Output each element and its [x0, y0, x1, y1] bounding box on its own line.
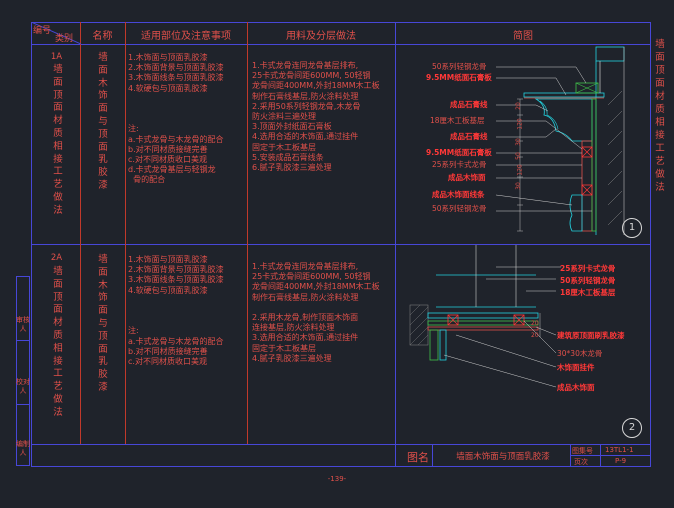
side-sep	[16, 404, 30, 405]
row1-label: 18厘木工板基层	[430, 116, 485, 125]
detail-number-1: 1	[622, 218, 642, 238]
footer-tuji-label: 图集号	[572, 447, 593, 455]
col-line-3	[247, 22, 248, 444]
row2-category: 墙面顶面材质相接工艺做法	[53, 266, 63, 418]
row1-name: 墙面木饰面与顶面乳胶漆	[98, 52, 108, 191]
row2-label: 18厘木工板基层	[560, 288, 616, 297]
row2-name: 墙面木饰面与顶面乳胶漆	[98, 254, 108, 393]
row-separator	[31, 244, 651, 245]
row2-material: 1.卡式龙骨连同龙骨基层排布, 25卡式龙骨间距600MM, 50轻钢 龙骨间距…	[252, 262, 380, 363]
header-usage: 适用部位及注意事项	[141, 31, 231, 42]
page-number: -139-	[327, 475, 347, 483]
header-diagram: 简图	[513, 31, 533, 42]
footer-line	[432, 444, 433, 467]
col-line-1	[80, 22, 81, 444]
side-label-checker: 校对人	[16, 378, 30, 395]
side-label-reviewer: 审核人	[16, 316, 30, 333]
row1-code: 1A	[50, 52, 63, 62]
row2-label: 建筑原顶面刷乳胶漆	[557, 331, 625, 340]
row1-usage: 1.木饰面与顶面乳胶漆 2.木饰面背景与顶面乳胶漆 3.木饰面线条与顶面乳胶漆 …	[128, 53, 224, 185]
row1-label: 9.5MM纸面石膏板	[426, 73, 492, 82]
row1-category: 墙面顶面材质相接工艺做法	[53, 64, 63, 216]
header-separator	[31, 44, 651, 45]
row2-dim: 20	[531, 332, 539, 339]
footer-tu-name: 墙面木饰面与顶面乳胶漆	[456, 452, 550, 462]
footer-tuji-value: 13TL1-1	[605, 446, 634, 454]
row1-label: 25系列卡式龙骨	[432, 160, 487, 169]
row1-dim: 120	[516, 118, 524, 130]
row1-dim: 30	[514, 182, 522, 190]
row1-dim: 30	[514, 138, 522, 146]
footer-line	[570, 455, 651, 456]
row1-label: 成品木饰面	[448, 173, 486, 182]
row1-label: 50系列轻钢龙骨	[432, 62, 487, 71]
header-biaohao: 编号	[33, 26, 52, 36]
row1-label: 9.5MM纸面石膏板	[426, 148, 492, 157]
row2-section-drawing	[409, 245, 561, 388]
row2-label: 50系列轻钢龙骨	[560, 276, 616, 285]
col-line-4	[395, 22, 396, 467]
row2-code: 2A	[50, 253, 63, 263]
row2-usage: 1.木饰面与顶面乳胶漆 2.木饰面背景与顶面乳胶漆 3.木饰面线条与顶面乳胶漆 …	[128, 255, 224, 367]
row1-dim: 20	[514, 102, 522, 110]
row1-material: 1.卡式龙骨连同龙骨基层排布, 25卡式龙骨间距600MM, 50轻钢 龙骨间距…	[252, 61, 380, 173]
footer-tu-label: 图名	[407, 451, 429, 464]
row2-label: 成品木饰面	[557, 383, 595, 392]
header-leibie: 类别	[55, 34, 74, 44]
row2-label: 木饰面挂件	[557, 363, 595, 372]
side-label-author: 编制人	[16, 440, 30, 457]
row2-label: 25系列卡式龙骨	[560, 264, 616, 273]
row1-dim: 120	[516, 164, 524, 176]
right-side-title: 墙面顶面材质相接工艺做法	[655, 39, 665, 193]
row1-label: 50系列轻钢龙骨	[432, 204, 487, 213]
row1-label: 成品石膏线	[450, 100, 488, 109]
row1-label: 成品石膏线	[450, 132, 488, 141]
header-material: 用料及分层做法	[286, 31, 356, 42]
row2-label: 30*30木龙骨	[557, 349, 603, 358]
row2-dim: 20	[531, 320, 539, 327]
header-name: 名称	[92, 31, 113, 42]
col-line-2	[125, 22, 126, 444]
footer-ye-label: 页次	[574, 458, 588, 466]
row1-dim: 50	[514, 152, 522, 160]
detail-number-2: 2	[622, 418, 642, 438]
row1-section-drawing	[495, 46, 625, 235]
header-diagonal	[31, 22, 81, 44]
footer-ye-value: P-9	[615, 457, 627, 465]
footer-separator	[31, 444, 651, 445]
row1-label: 成品木饰面线条	[432, 190, 485, 199]
side-sep	[16, 340, 30, 341]
side-signature-column	[16, 276, 30, 466]
